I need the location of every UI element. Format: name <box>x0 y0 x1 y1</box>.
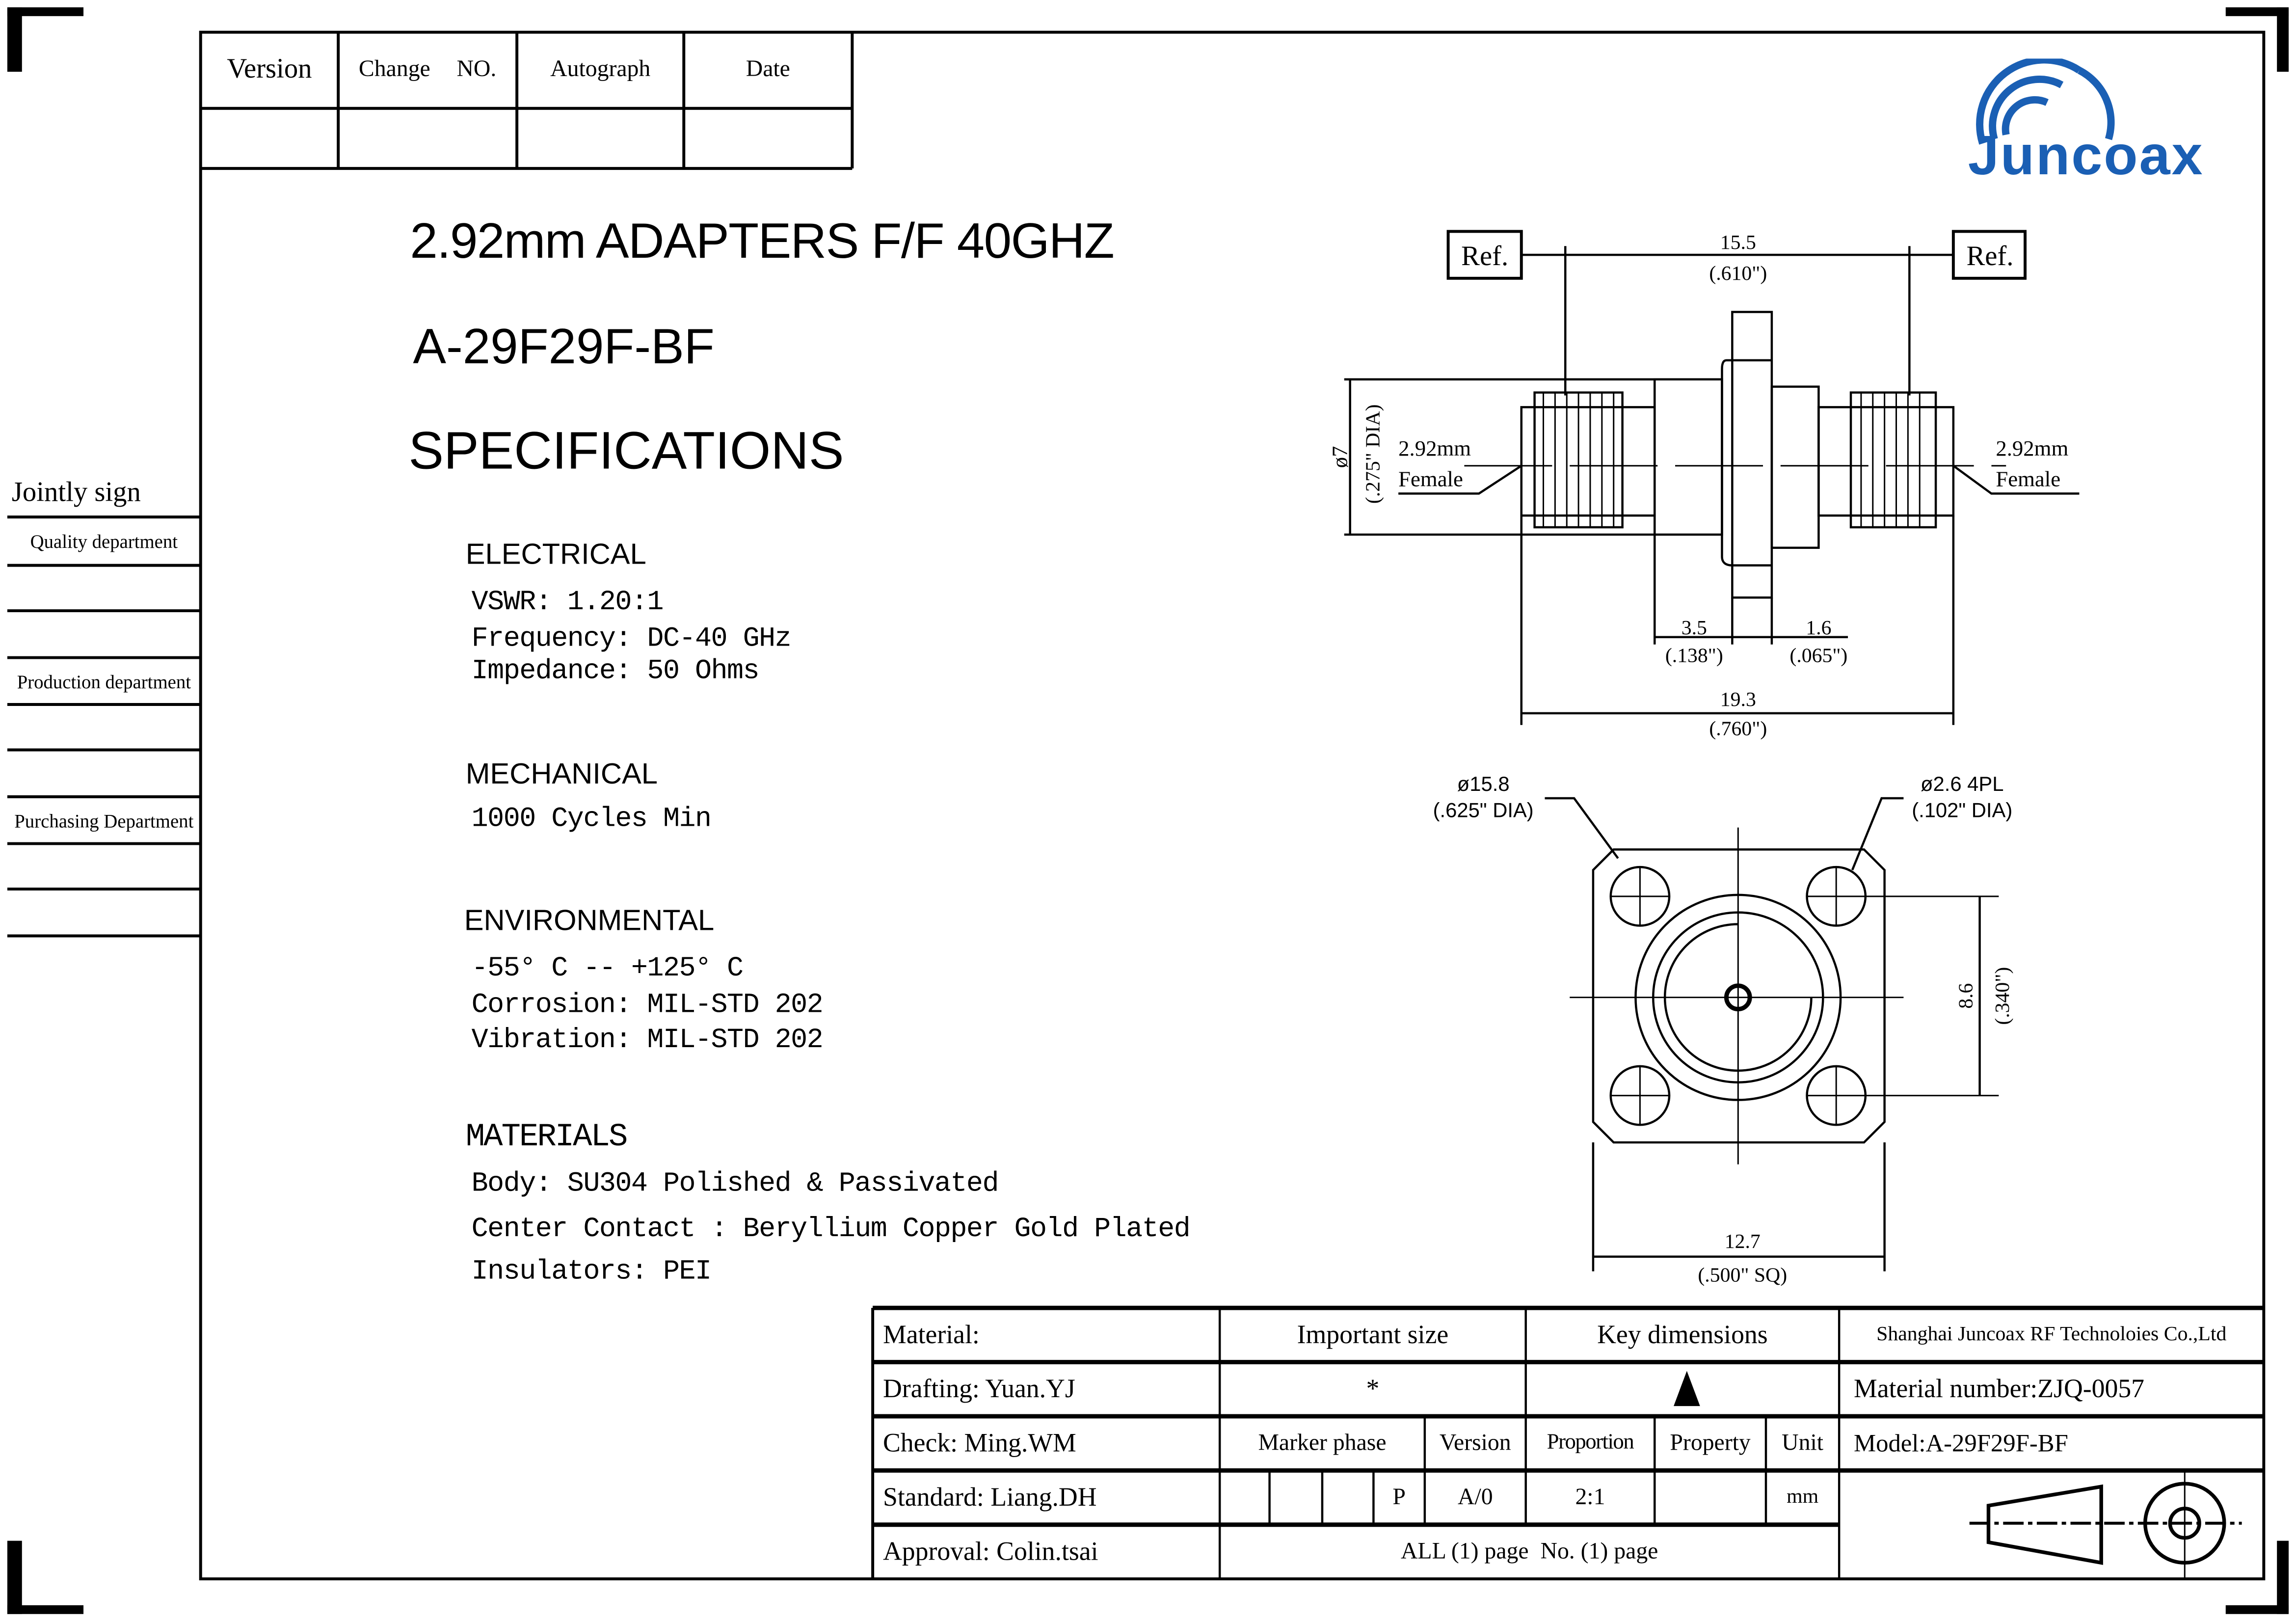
revision-header-version: Version <box>227 54 312 85</box>
unit-label: Unit <box>1782 1430 1823 1456</box>
revision-table-grid <box>200 32 854 170</box>
spec-vibration: Vibration: MIL-STD 202 <box>471 1024 824 1056</box>
juncoax-logo: Juncoax <box>1962 56 2233 190</box>
spec-vswr: VSWR: 1.20:1 <box>471 586 664 618</box>
spec-center-contact: Center Contact : Beryllium Copper Gold P… <box>471 1213 1191 1245</box>
key-dimensions-label: Key dimensions <box>1597 1320 1768 1349</box>
spec-frequency: Frequency: DC-40 GHz <box>471 622 792 655</box>
flange-dia-in: (.625" DIA) <box>1433 799 1534 822</box>
proportion-value: 2:1 <box>1575 1484 1605 1510</box>
dim-b-mm: 1.6 <box>1806 617 1831 639</box>
purchasing-department-label: Purchasing Department <box>14 809 194 832</box>
ref-left-label: Ref. <box>1461 241 1508 271</box>
environmental-heading: ENVIRONMENTAL <box>464 905 715 938</box>
dim-dia-mm: ø7 <box>1328 446 1352 468</box>
electrical-heading: ELECTRICAL <box>465 539 646 571</box>
product-title: 2.92mm ADAPTERS F/F 40GHZ <box>410 214 1114 270</box>
jointly-sign-label: Jointly sign <box>11 477 141 509</box>
dim-b-in: (.065") <box>1789 644 1847 667</box>
border <box>199 30 2266 1581</box>
title-block-grid <box>871 1305 2264 1579</box>
logo-text: Juncoax <box>1968 126 2204 188</box>
important-size-mark: * <box>1366 1374 1380 1404</box>
hole-dia-in: (.102" DIA) <box>1912 799 2012 822</box>
dim-length-in: (.760") <box>1709 718 1767 740</box>
specifications-heading: SPECIFICATIONS <box>408 420 844 481</box>
revision-header-autograph: Autograph <box>550 57 651 82</box>
corner-marks <box>7 7 2289 1614</box>
left-connector-size: 2.92mm <box>1398 436 1471 460</box>
model-field: Model:A-29F29F-BF <box>1853 1429 2068 1457</box>
spec-insulators: Insulators: PEI <box>471 1255 712 1288</box>
dim-length-mm: 19.3 <box>1720 688 1756 711</box>
model-title: A-29F29F-BF <box>413 319 715 375</box>
page-count: ALL (1) page No. (1) page <box>1400 1539 1658 1564</box>
dim-a-in: (.138") <box>1665 644 1723 667</box>
ref-right-label: Ref. <box>1966 241 2013 271</box>
hole-spacing-in: (.340") <box>1991 967 2014 1025</box>
projection-symbol-icon <box>1969 1470 2242 1579</box>
important-size-label: Important size <box>1297 1320 1449 1349</box>
version-label: Version <box>1439 1430 1511 1456</box>
marker-phase-label: Marker phase <box>1258 1430 1387 1456</box>
unit-value: mm <box>1787 1486 1819 1508</box>
company-name: Shanghai Juncoax RF Technoloies Co.,Ltd <box>1876 1323 2227 1346</box>
check-field: Check: Ming.WM <box>882 1428 1076 1458</box>
hole-dia-mm: ø2.6 4PL <box>1921 772 2003 795</box>
revision-header-date: Date <box>746 57 790 82</box>
dim-ref-mm: 15.5 <box>1720 231 1756 254</box>
material-number: Material number:ZJQ-0057 <box>1853 1374 2145 1404</box>
revision-header-change-no: Change NO. <box>358 57 497 82</box>
drafting-field: Drafting: Yuan.YJ <box>882 1374 1075 1404</box>
dim-a-mm: 3.5 <box>1682 617 1707 639</box>
version-value: A/0 <box>1457 1484 1493 1510</box>
square-size-in: (.500" SQ) <box>1698 1264 1787 1286</box>
right-connector-gender: Female <box>1996 466 2060 491</box>
mechanical-heading: MECHANICAL <box>465 758 658 791</box>
spec-impedance: Impedance: 50 Ohms <box>471 654 760 687</box>
spec-corrosion: Corrosion: MIL-STD 202 <box>471 988 824 1021</box>
production-department-label: Production department <box>17 670 191 692</box>
hole-spacing-mm: 8.6 <box>1955 983 1977 1009</box>
square-size-mm: 12.7 <box>1725 1230 1761 1253</box>
spec-cycles: 1000 Cycles Min <box>471 802 712 835</box>
materials-heading: MATERIALS <box>465 1119 628 1156</box>
spec-body: Body: SU304 Polished & Passivated <box>471 1167 999 1200</box>
right-connector-size: 2.92mm <box>1996 436 2068 460</box>
proportion-label: Proportion <box>1547 1431 1634 1455</box>
material-label: Material: <box>882 1320 980 1349</box>
signal-arcs-icon <box>1976 56 2115 145</box>
left-connector-gender: Female <box>1398 466 1463 491</box>
spec-temperature: -55° C -- +125° C <box>471 952 744 984</box>
approval-field: Approval: Colin.tsai <box>882 1536 1098 1566</box>
phase-value: P <box>1392 1484 1406 1510</box>
flange-dia-mm: ø15.8 <box>1457 772 1510 795</box>
dim-ref-in: (.610") <box>1709 262 1767 285</box>
sign-panel-lines <box>7 515 201 938</box>
dim-dia-in: (.275" DIA) <box>1362 405 1384 504</box>
property-label: Property <box>1670 1430 1751 1456</box>
quality-department-label: Quality department <box>30 530 178 552</box>
standard-field: Standard: Liang.DH <box>882 1482 1097 1512</box>
key-dimension-triangle-icon <box>1674 1371 1700 1407</box>
